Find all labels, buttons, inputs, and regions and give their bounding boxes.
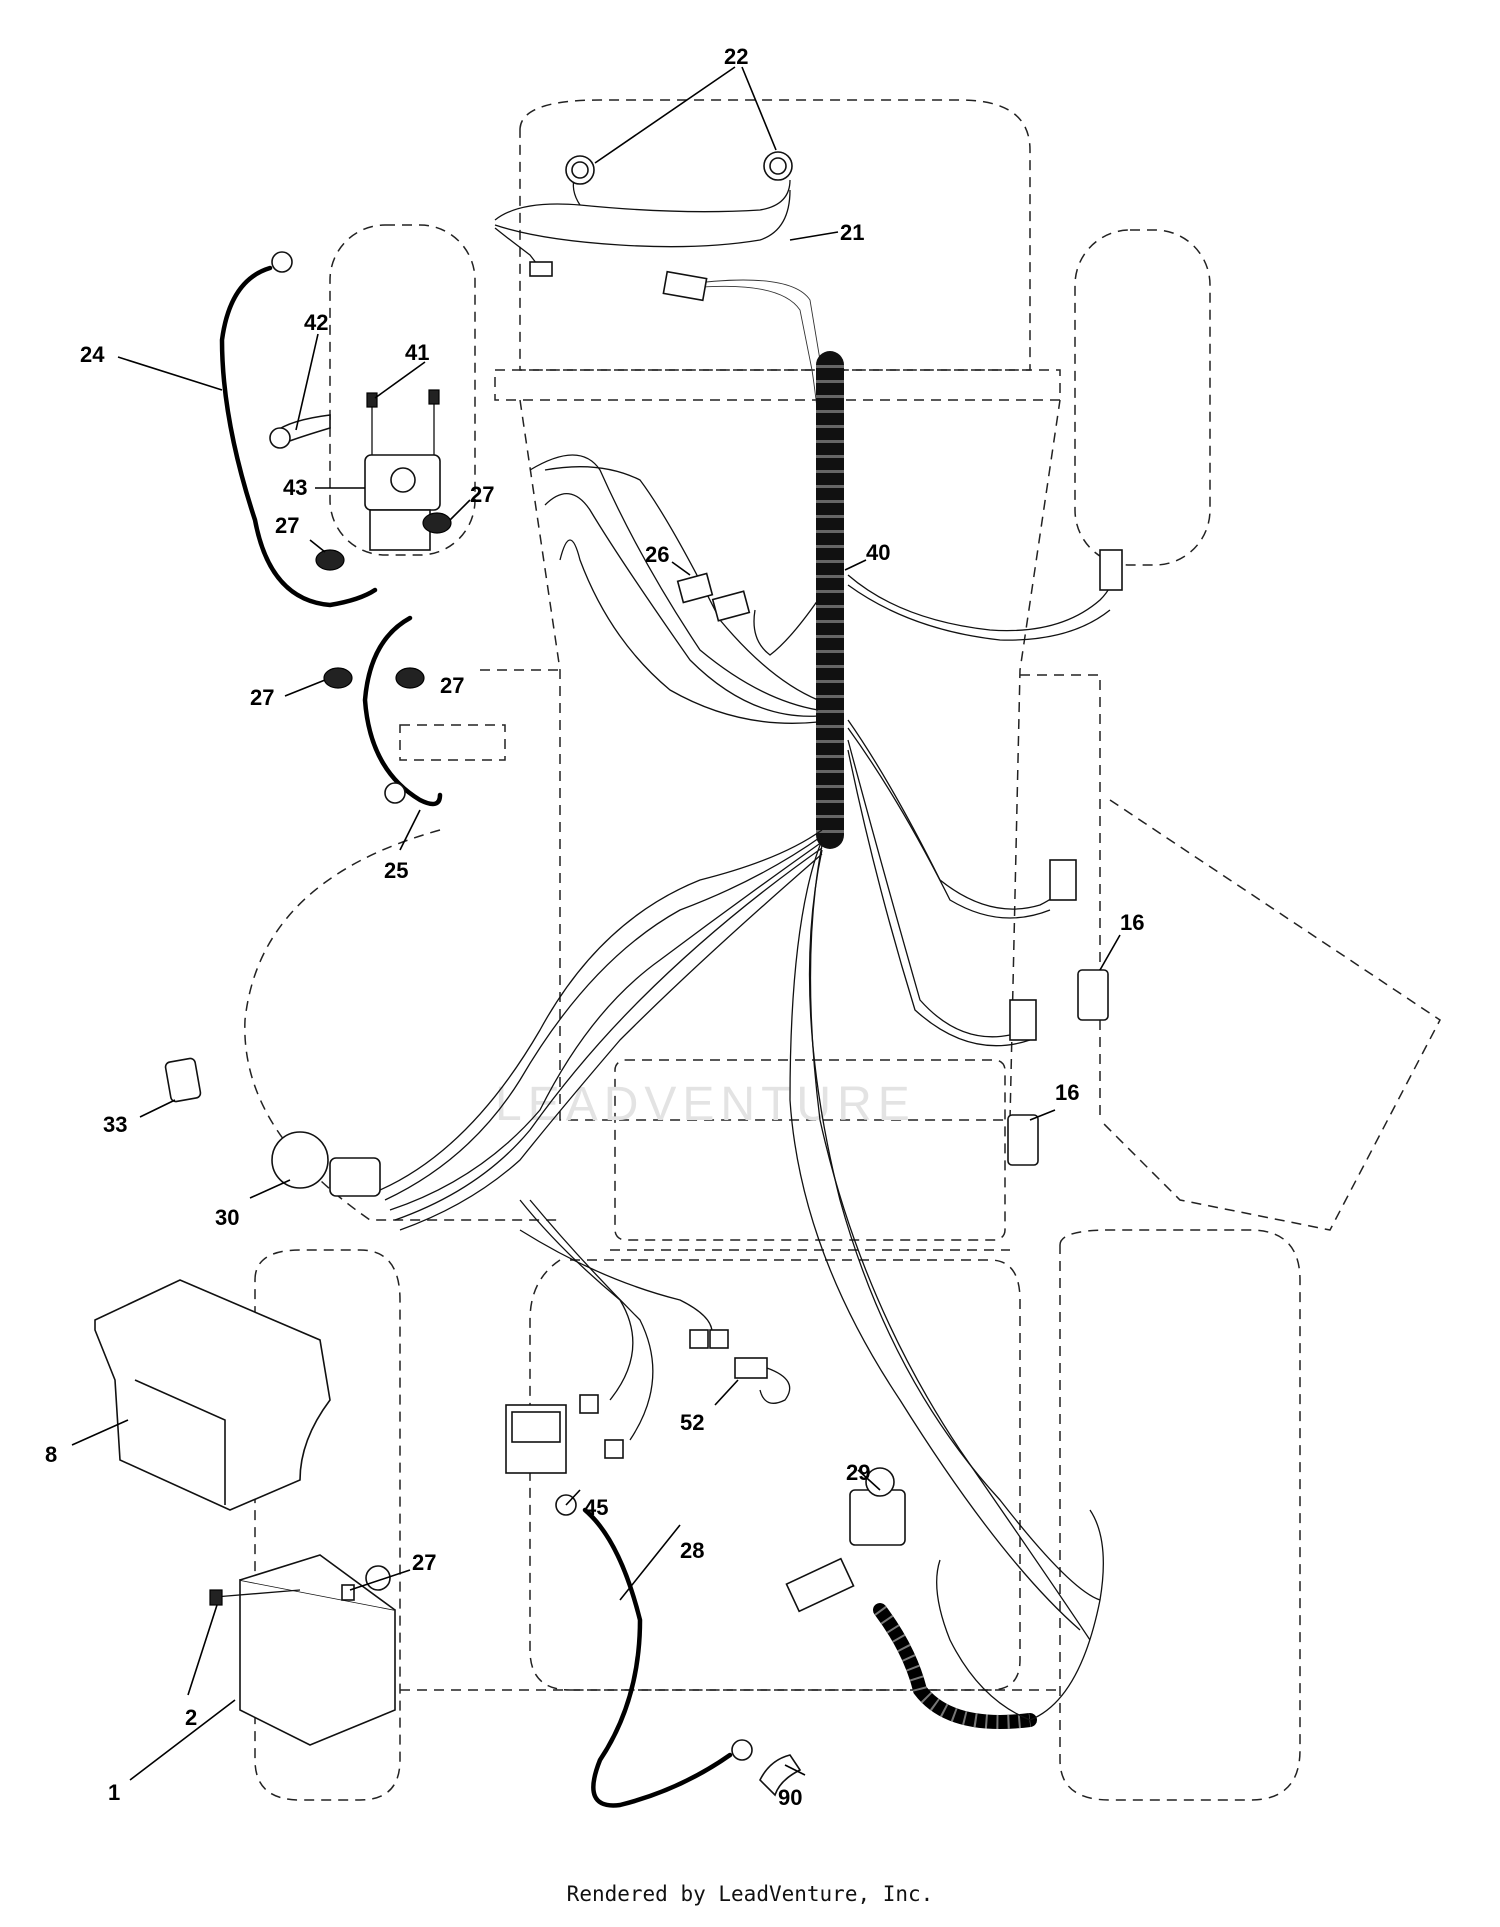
callout-29: 29 [846, 1460, 870, 1485]
callout-1: 1 [108, 1780, 120, 1805]
callout-16a: 16 [1120, 910, 1144, 935]
callout-27a: 27 [275, 513, 299, 538]
harness-wires [379, 454, 1123, 1729]
callout-27b: 27 [470, 482, 494, 507]
watermark: LEADVENTURE [495, 1078, 916, 1131]
tractor-outline [244, 99, 1441, 1801]
switches-and-connectors [164, 572, 1109, 1797]
headlight-lamps [565, 151, 793, 185]
callout-28: 28 [680, 1538, 704, 1563]
callout-16b: 16 [1055, 1080, 1079, 1105]
footer-credit: Rendered by LeadVenture, Inc. [566, 1882, 934, 1906]
callout-22: 22 [724, 44, 748, 69]
callout-8: 8 [45, 1442, 57, 1467]
callout-21: 21 [840, 220, 864, 245]
callout-45: 45 [584, 1495, 608, 1520]
callout-26: 26 [645, 542, 669, 567]
headlight-harness [494, 174, 831, 461]
callout-40: 40 [866, 540, 890, 565]
callout-42: 42 [304, 310, 328, 335]
callout-30: 30 [215, 1205, 239, 1230]
callout-43: 43 [283, 475, 307, 500]
battery-and-tray [94, 1279, 396, 1746]
callout-27d: 27 [440, 673, 464, 698]
callout-33: 33 [103, 1112, 127, 1137]
solenoid-assembly [269, 389, 452, 689]
leader-lines [71, 66, 1121, 1781]
callout-52: 52 [680, 1410, 704, 1435]
callout-2: 2 [185, 1705, 197, 1730]
battery-cables [219, 251, 753, 1808]
callout-27c: 27 [250, 685, 274, 710]
callout-90: 90 [778, 1785, 802, 1810]
callout-41: 41 [405, 340, 429, 365]
callout-27e: 27 [412, 1550, 436, 1575]
callout-24: 24 [80, 342, 105, 367]
callout-25: 25 [384, 858, 408, 883]
callouts: 22 21 24 42 41 43 27 27 27 27 25 26 40 1… [45, 44, 1144, 1810]
